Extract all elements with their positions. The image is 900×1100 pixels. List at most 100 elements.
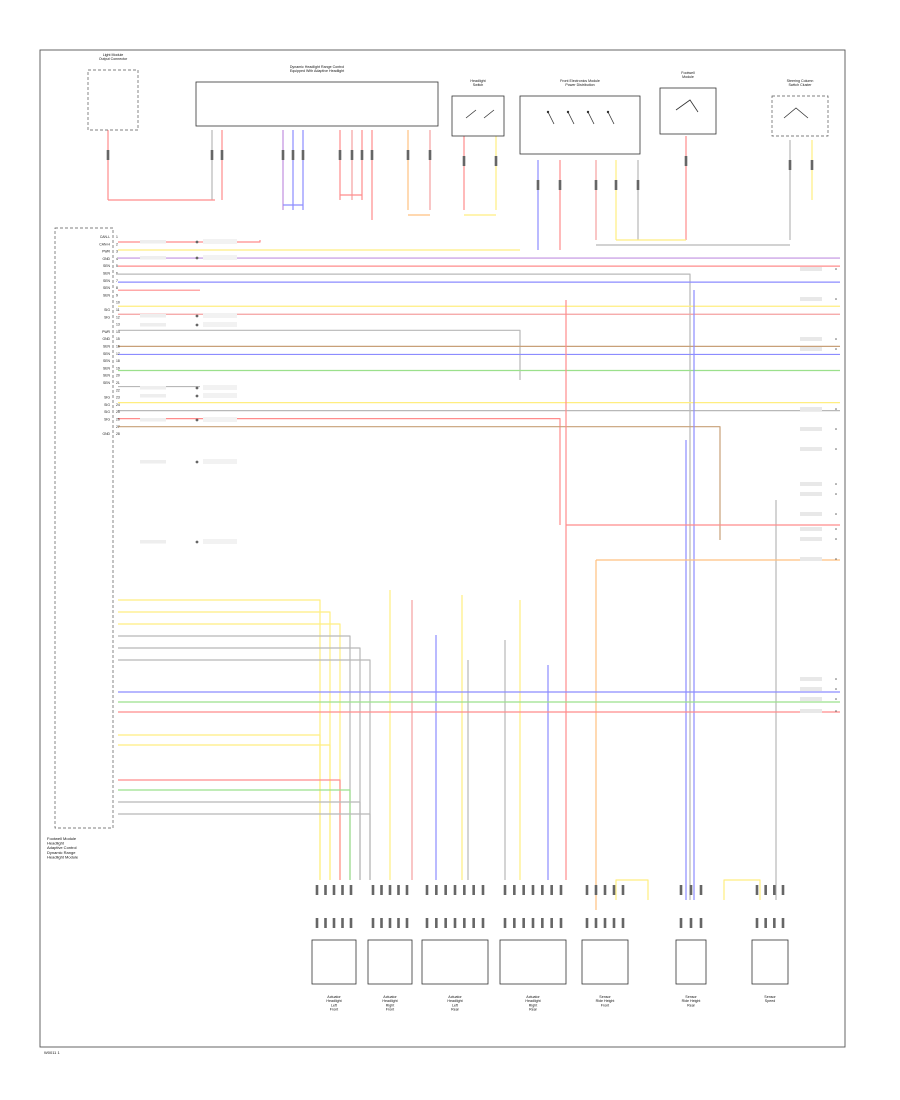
top-left-connector-box (87, 69, 139, 131)
sensor-1-pin (612, 885, 616, 895)
lower-bundle-wire (118, 779, 341, 880)
sensor-3-pin (773, 885, 776, 895)
sensor-1-pin (594, 918, 598, 928)
switch-symbol (465, 109, 495, 119)
pin-name: CAN-L (100, 235, 110, 239)
pin-name: SEN (103, 345, 111, 349)
wire-terminal-dot (835, 483, 837, 485)
actuator-2-pin (371, 918, 375, 928)
pin-number: 4 (116, 257, 118, 261)
pin-number: 13 (116, 323, 120, 327)
splice-dot (195, 240, 199, 244)
splice-label-tag (203, 385, 237, 390)
actuator-3-pin (444, 885, 447, 895)
actuator-2-pin (397, 885, 400, 895)
top-left-connector-label-line: Light Module (103, 53, 124, 57)
wire-color-tag (140, 314, 166, 318)
actuator-3-pin (453, 918, 457, 928)
pin-name: SEN (103, 374, 111, 378)
sensor-3-label-line: Speed (765, 999, 775, 1003)
wire-color-tag (800, 447, 822, 451)
wire-color-tag (800, 687, 822, 691)
actuator-4-pin (522, 918, 525, 928)
sensor-1-pin (621, 918, 625, 928)
pin-name: SEN (103, 272, 111, 276)
actuator-1-pin (341, 885, 344, 895)
wire-color-tag (800, 347, 822, 351)
wire-terminal-dot (835, 448, 837, 450)
component-layer (54, 69, 837, 985)
top-feed-connector (301, 150, 305, 160)
sensor-3-box (751, 939, 789, 985)
sensor-1-pin (585, 885, 589, 895)
wire-color-tag (800, 267, 822, 271)
wire-terminal-dot (835, 710, 837, 712)
switch-node (566, 110, 570, 114)
splice-label-tag (203, 459, 237, 464)
pin-number: 25 (116, 410, 120, 414)
actuator-4-box (499, 939, 567, 985)
top-main-module-box (195, 81, 439, 127)
actuator-1-label-line: Front (330, 1007, 338, 1011)
lower-bundle-wire (118, 647, 361, 880)
actuator-4-pin (559, 918, 563, 928)
actuator-3-pin (425, 918, 429, 928)
main-module-label-line: Headlight Module (47, 854, 79, 859)
top-switch-b-label-line: Module (682, 75, 694, 79)
sensor-1-box (581, 939, 629, 985)
wire-terminal-dot (835, 513, 837, 515)
pin-number: 2 (116, 242, 118, 246)
wire-color-tag (140, 256, 166, 260)
wire-terminal-dot (835, 268, 837, 270)
actuator-1-label-line: Actuator (327, 995, 341, 999)
top-switch-b-label-line: Footwell (681, 71, 695, 75)
pin-number: 16 (116, 345, 120, 349)
top-left-connector-label-line: Output Connector (99, 57, 128, 61)
wire-terminal-dot (835, 408, 837, 410)
pin-number: 12 (116, 315, 120, 319)
pin-name: SEN (103, 352, 111, 356)
wire-color-tag (140, 323, 166, 327)
wire-terminal-dot (835, 298, 837, 300)
splice-dot (195, 314, 199, 318)
actuator-1-pin (315, 885, 319, 895)
wire-terminal-dot (835, 493, 837, 495)
pin-number: 3 (116, 250, 118, 254)
main-module-label-line: Adaptive Control (47, 845, 77, 850)
sensor-2-box (675, 939, 707, 985)
actuator-2-label-line: Actuator (383, 995, 397, 999)
switch-node (606, 110, 610, 114)
actuator-4-pin (503, 885, 507, 895)
top-feed-connector (594, 180, 598, 190)
wire-color-tag (800, 337, 822, 341)
sensor-2-label-line: Sensor (685, 995, 697, 999)
actuator-2-pin (388, 885, 392, 895)
top-relay-module-label-line: Power Distribution (565, 83, 594, 87)
actuator-4-label-line: Headlight (525, 999, 540, 1003)
lower-bundle-wire (118, 611, 331, 880)
main-module-label-line: Footwell Module (47, 836, 77, 841)
lower-bundle-wire (118, 801, 361, 880)
top-switch-a-label-line: Headlight (470, 79, 485, 83)
splice-dot (195, 386, 199, 390)
sensor-loop-wire (615, 879, 649, 900)
sensor-1-label-line: Sensor (599, 995, 611, 999)
pin-name: PWR (102, 330, 110, 334)
sensor-1-pin (612, 918, 616, 928)
sensor-1-label-line: Front (601, 1003, 609, 1007)
sensor-2-pin (679, 885, 683, 895)
actuator-3-pin (435, 885, 438, 895)
pin-name: SIG (104, 403, 110, 407)
top-feed-connector (684, 156, 688, 166)
sensor-2-pin (679, 918, 683, 928)
lower-bundle-wire (118, 744, 331, 880)
switch-contact (547, 111, 555, 125)
actuator-3-pin (463, 885, 466, 895)
top-feed-connector (281, 150, 285, 160)
